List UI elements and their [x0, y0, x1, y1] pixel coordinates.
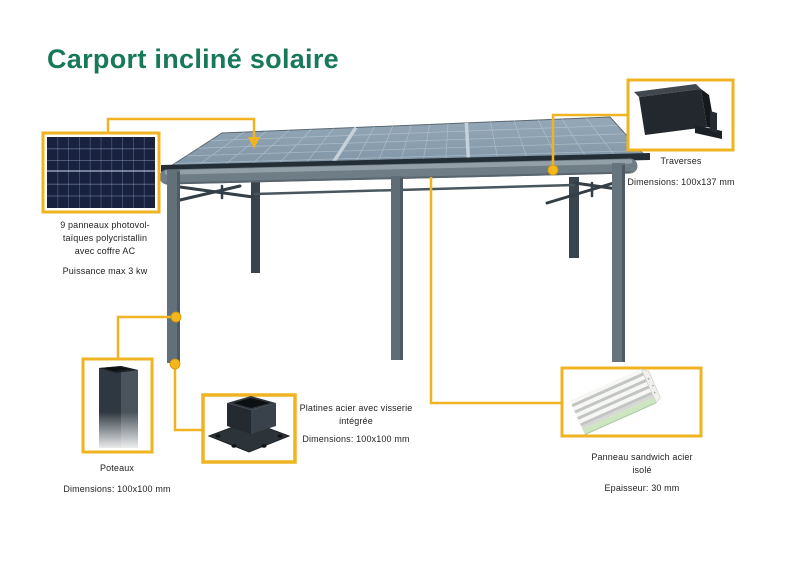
solar-panels-description: 9 panneaux photovol- taïques polycristal…: [60, 220, 150, 256]
solar-panel-callout-box: [41, 131, 161, 214]
callout-dot-poteaux: [170, 311, 182, 323]
callout-line-platines: [173, 364, 203, 432]
steel-base-plate-photo: [207, 396, 291, 453]
rear-frame: [178, 177, 619, 273]
callout-line-traverses: [551, 113, 628, 170]
solar-panels-power: Puissance max 3 kw: [62, 266, 148, 276]
page-title: Carport incliné solaire: [47, 44, 339, 74]
panel-separator: [328, 126, 358, 168]
front-posts: [167, 163, 625, 363]
steel-crossbeam-photo: [634, 84, 722, 139]
platines-description: Platines acier avec visserie intégrée: [299, 403, 413, 426]
traverses-label: Traverses: [660, 156, 702, 166]
poteaux-label: Poteaux: [99, 463, 135, 473]
panel-separator: [464, 122, 471, 164]
brace-right: [573, 181, 619, 191]
callout-line-poteaux: [116, 315, 176, 359]
brace-left: [178, 184, 242, 202]
rear-beam: [253, 183, 576, 196]
sandwich-callout-box: [560, 366, 703, 438]
callout-arrow-solar-panels: [248, 137, 260, 149]
solar-panel-photo: [47, 137, 155, 208]
traverses-callout-box: [626, 78, 735, 152]
post-front-right: [612, 163, 625, 362]
platines-dimensions: Dimensions: 100x100 mm: [302, 434, 410, 444]
brace-right: [545, 180, 619, 205]
callout-dot-platines: [169, 358, 181, 370]
callout-line-sandwich: [429, 177, 562, 405]
poteaux-callout-box: [81, 357, 154, 454]
post-rear-left: [251, 179, 260, 273]
sandwich-thickness: Epaisseur: 30 mm: [604, 483, 680, 493]
platines-callout-box: [201, 393, 297, 464]
traverses-dimensions: Dimensions: 100x137 mm: [627, 177, 735, 187]
sandwich-panel-photo: [569, 368, 661, 435]
sandwich-description: Panneau sandwich acier isolé: [591, 452, 693, 475]
steel-post-photo: [99, 366, 138, 448]
post-rear-right: [569, 177, 579, 258]
callout-connectors: [106, 113, 628, 432]
solar-cell-grid: [174, 117, 641, 171]
callout-dots: [169, 164, 559, 370]
callout-dot-traverses: [547, 164, 559, 176]
callout-line-solar-panels: [106, 117, 256, 140]
poteaux-dimensions: Dimensions: 100x100 mm: [63, 484, 171, 494]
